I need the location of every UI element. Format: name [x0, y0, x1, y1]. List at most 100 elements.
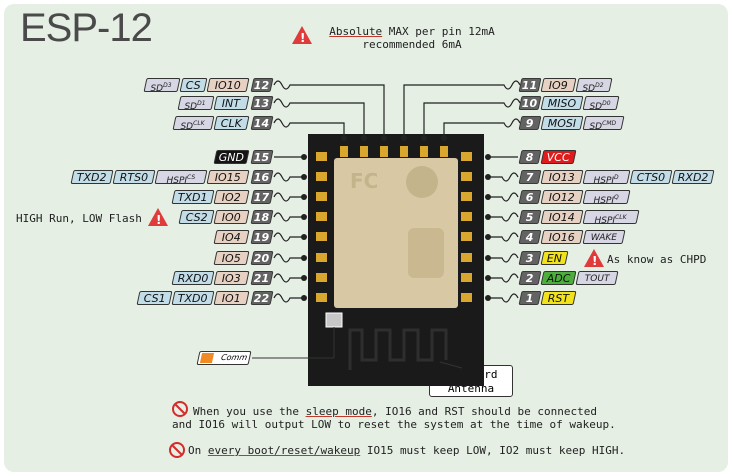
pin-label-adc: ADC [540, 271, 577, 285]
pin-number: 3 [518, 251, 542, 265]
pin-number: 11 [518, 78, 542, 92]
pin-number: 20 [250, 251, 274, 265]
pin-number: 7 [518, 170, 542, 184]
pin-label-hspi: HSPICLK [582, 210, 640, 224]
comm-led [325, 312, 343, 328]
pin-label-io9: IO9 [540, 78, 577, 92]
boot-pre: On [188, 444, 208, 457]
pin-label-sd: SDCLK [172, 116, 215, 130]
pin-number: 18 [250, 210, 274, 224]
antenna-leader [439, 361, 463, 369]
pin-label-sd: SDD3 [143, 78, 181, 92]
pin-label-tout: TOUT [575, 271, 619, 285]
top-pads [340, 146, 448, 157]
pin-label-en: EN [540, 251, 569, 265]
max-current-note: Absolute MAX per pin 12mA recommended 6m… [322, 25, 502, 51]
pin-label-vcc: VCC [540, 150, 577, 164]
top-left-dots [341, 135, 387, 141]
right-dots [485, 154, 491, 301]
pin-label-io15: IO15 [206, 170, 250, 184]
pin-number: 5 [518, 210, 542, 224]
pin-label-hspi: HSPIQ [582, 190, 631, 204]
max-current-text: MAX per pin 12mA [382, 25, 495, 38]
pin-label-sd: SDCMD [582, 116, 625, 130]
pin-label-io5: IO5 [213, 251, 250, 265]
pin-label-mosi: MOSI [540, 116, 584, 130]
pin-number: 4 [518, 230, 542, 244]
warning-icon: ! [584, 249, 604, 268]
absolute-word: Absolute [329, 25, 383, 38]
pin-number: 19 [250, 230, 274, 244]
pin-label-sd: SDD2 [575, 78, 613, 92]
pin-label-txd1: TXD1 [171, 190, 215, 204]
pin-label-cs2: CS2 [178, 210, 215, 224]
high-run-note: HIGH Run, LOW Flash [16, 212, 142, 225]
page-title: ESP-12 [20, 6, 153, 50]
pin-label-sd: SDD1 [177, 96, 215, 110]
pin-number: 2 [518, 271, 542, 285]
left-dots [301, 154, 307, 301]
pin-label-io1: IO1 [213, 291, 250, 305]
pin-label-io0: IO0 [213, 210, 250, 224]
pin-label-rts0: RTS0 [112, 170, 156, 184]
svg-text:!: ! [592, 254, 597, 268]
pin-number: 1 [518, 291, 542, 305]
sleep-mode-word: sleep mode [305, 405, 372, 418]
sleep-pre: When you use the [193, 405, 306, 418]
pin-label-cs: CS [179, 78, 208, 92]
sleep-mode-note: When you use the sleep mode, IO16 and RS… [193, 405, 653, 418]
prohibited-icon [169, 442, 185, 458]
svg-text:!: ! [300, 31, 305, 45]
pin-label-io14: IO14 [540, 210, 584, 224]
pin-number: 15 [250, 150, 274, 164]
boot-word: every boot/reset/wakeup [207, 444, 361, 457]
pin-label-sd: SDD0 [582, 96, 620, 110]
sleep-mode-line2: and IO16 will output LOW to reset the sy… [172, 418, 616, 431]
boot-note: On every boot/reset/wakeup IO15 must kee… [188, 444, 648, 457]
top-left-leaders [273, 80, 385, 138]
pin-label-hspi: HSPID [582, 170, 631, 184]
antenna-trace [348, 328, 448, 370]
sleep-post: , IO16 and RST should be connected [371, 405, 597, 418]
pin-label-rxd2: RXD2 [671, 170, 715, 184]
pin-number: 6 [518, 190, 542, 204]
right-pads [461, 152, 472, 302]
pin-label-io2: IO2 [213, 190, 250, 204]
boot-post: IO15 must keep LOW, IO2 must keep HIGH. [360, 444, 626, 457]
pin-label-io13: IO13 [540, 170, 584, 184]
pin-number: 21 [250, 271, 274, 285]
pin-number: 12 [250, 78, 274, 92]
prohibited-icon [172, 401, 188, 417]
left-pads [316, 152, 327, 302]
top-right-dots [401, 135, 447, 141]
recommended-current-text: recommended 6mA [362, 38, 462, 51]
svg-text:!: ! [156, 213, 161, 227]
pin-label-wake: WAKE [582, 230, 626, 244]
chpd-note: As know as CHPD [607, 253, 707, 266]
shield-fc-mark: FC [350, 169, 378, 193]
warning-icon: ! [148, 208, 168, 227]
pin-label-gnd: GND [213, 150, 250, 164]
pin-number: 8 [518, 150, 542, 164]
pin-label-rst: RST [540, 291, 577, 305]
pin-label-io10: IO10 [206, 78, 250, 92]
pin-label-hspi: HSPICS [154, 170, 208, 184]
warning-icon: ! [292, 26, 312, 45]
pin-label-txd0: TXD0 [171, 291, 215, 305]
pin-label-io12: IO12 [540, 190, 584, 204]
pin-number: 22 [250, 291, 274, 305]
pin-label-io3: IO3 [213, 271, 250, 285]
left-leaders [273, 156, 304, 303]
pin-label-miso: MISO [540, 96, 584, 110]
pin-number: 14 [250, 116, 274, 130]
pin-number: 9 [518, 116, 542, 130]
pin-label-clk: CLK [213, 116, 250, 130]
pin-label-int: INT [213, 96, 250, 110]
shield-wifi-badge [408, 228, 444, 278]
pin-number: 17 [250, 190, 274, 204]
top-right-leaders [403, 80, 521, 138]
pin-label-io16: IO16 [540, 230, 584, 244]
pin-number: 16 [250, 170, 274, 184]
pin-label-rxd0: RXD0 [171, 271, 215, 285]
